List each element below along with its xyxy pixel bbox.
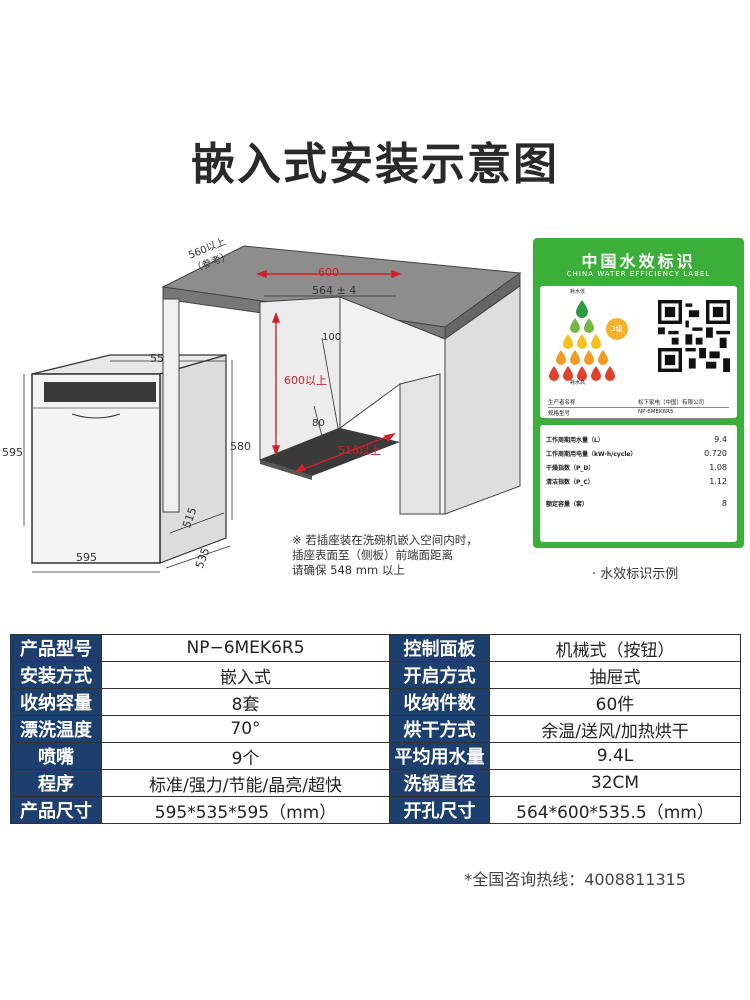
spec-key: 清洁指数（P_C）: [546, 479, 594, 486]
dim-100: 100: [322, 332, 341, 343]
spec-value-cell: 8套: [101, 688, 390, 716]
spec-key: 额定容量（套）: [546, 501, 589, 508]
spec-row: 额定容量（套） 8: [546, 499, 731, 511]
spec-key-cell: 开孔尺寸: [389, 796, 490, 824]
spec-key-cell: 开启方式: [389, 661, 490, 689]
spec-key-cell: 产品型号: [10, 634, 102, 662]
dim-595-bottom: 595: [76, 551, 97, 564]
water-efficiency-label: 中国水效标识 CHINA WATER EFFICIENCY LABEL 耗水低 …: [533, 238, 744, 548]
dim-516: 516以上: [338, 444, 381, 457]
producer-value: 松下家电（中国）有限公司: [638, 400, 705, 406]
dim-600: 600: [318, 266, 339, 279]
spec-value: 1.12: [709, 477, 727, 486]
spec-key-cell: 平均用水量: [389, 742, 490, 770]
spec-key-cell: 喷嘴: [10, 742, 102, 770]
spec-value-cell: 60件: [489, 688, 741, 716]
spec-value-cell: 32CM: [489, 769, 741, 797]
note-line: ※ 若插座装在洗碗机嵌入空间内时，: [292, 533, 478, 547]
spec-key-cell: 烘干方式: [389, 715, 490, 743]
spec-row: 干燥指数（P_D） 1.08: [546, 463, 731, 475]
dim-595-left: 595: [2, 446, 23, 459]
model-label: 规格型号: [548, 411, 571, 417]
dishwasher-drawing: [31, 354, 227, 564]
dim-600-height: 600以上: [284, 374, 327, 387]
grade-badge: 3级: [606, 318, 628, 340]
spec-value-cell: 595*535*595（mm）: [101, 796, 390, 824]
spec-key-cell: 程序: [10, 769, 102, 797]
spec-value-cell: 嵌入式: [101, 661, 390, 689]
model-value: NP-6MEK6R5: [638, 409, 674, 415]
producer-row: 生产者名称 松下家电（中国）有限公司: [548, 398, 729, 408]
dim-564: 564 ± 4: [312, 284, 356, 297]
spec-row: 工作周期用电量（kW·h/cycle） 0.720: [546, 449, 731, 461]
high-water-tag: 耗水高: [570, 380, 586, 386]
low-water-tag: 耗水低: [570, 289, 586, 295]
spec-value-cell: 标准/强力/节能/晶亮/超快: [101, 769, 390, 797]
cabinet-drawing: [161, 245, 522, 515]
note-line: 请确保 548 mm 以上: [292, 563, 405, 577]
spec-value: 1.08: [709, 463, 727, 472]
dim-580: 580: [230, 440, 251, 453]
spec-row: 清洁指数（P_C） 1.12: [546, 477, 731, 489]
spec-value: 8: [721, 499, 727, 508]
spec-key: 工作周期用电量（kW·h/cycle）: [546, 451, 637, 458]
spec-key-cell: 产品尺寸: [10, 796, 102, 824]
label-title: 中国水效标识: [581, 252, 696, 271]
spec-value-cell: 9个: [101, 742, 390, 770]
installation-note: ※ 若插座装在洗碗机嵌入空间内时， 插座表面至（侧板）前端面距离 请确保 548…: [292, 533, 492, 578]
installation-diagram: 550 595 580 595 535 515: [0, 228, 530, 588]
water-drops-icon: [549, 300, 615, 381]
spec-key: 工作周期用水量（L）: [546, 437, 604, 444]
spec-value-cell: 余温/送风/加热烘干: [489, 715, 741, 743]
spec-table-row: 安装方式嵌入式开启方式抽屉式: [10, 661, 741, 689]
hotline: *全国咨询热线：4008811315: [464, 870, 686, 889]
label-footer: 依据国家标准 GB 38383-2019: [599, 534, 678, 540]
spec-value-cell: 9.4L: [489, 742, 741, 770]
page-title: 嵌入式安装示意图: [191, 139, 559, 190]
label-caption: · 水效标识示例: [592, 567, 679, 582]
spec-key-cell: 安装方式: [10, 661, 102, 689]
spec-row: 工作周期用水量（L） 9.4: [546, 435, 731, 447]
note-line: 插座表面至（侧板）前端面距离: [292, 548, 453, 562]
label-grade-panel: 耗水低 3级 耗水高: [540, 286, 737, 419]
label-subtitle: CHINA WATER EFFICIENCY LABEL: [566, 270, 711, 278]
spec-key-cell: 收纳件数: [389, 688, 490, 716]
spec-value-cell: 564*600*535.5（mm）: [489, 796, 741, 824]
spec-value-cell: 70°: [101, 715, 390, 743]
spec-key-cell: 洗锅直径: [389, 769, 490, 797]
spec-value-cell: 机械式（按钮）: [489, 634, 741, 662]
dim-80: 80: [312, 418, 325, 429]
spec-value-cell: NP−6MEK6R5: [101, 634, 390, 662]
spec-key-cell: 收纳容量: [10, 688, 102, 716]
model-row: 规格型号 NP-6MEK6R5: [548, 409, 729, 419]
spec-key-cell: 控制面板: [389, 634, 490, 662]
spec-value: 0.720: [704, 449, 727, 458]
qr-code-icon: [658, 300, 730, 372]
spec-key: 干燥指数（P_D）: [546, 465, 595, 472]
spec-value: 9.4: [714, 435, 727, 444]
spec-value-cell: 抽屉式: [489, 661, 741, 689]
spec-key-cell: 漂洗温度: [10, 715, 102, 743]
producer-label: 生产者名称: [548, 400, 576, 406]
label-spec-panel: 工作周期用水量（L） 9.4 工作周期用电量（kW·h/cycle） 0.720…: [540, 425, 737, 542]
diagram-svg: 550 595 580 595 535 515: [2, 236, 522, 573]
